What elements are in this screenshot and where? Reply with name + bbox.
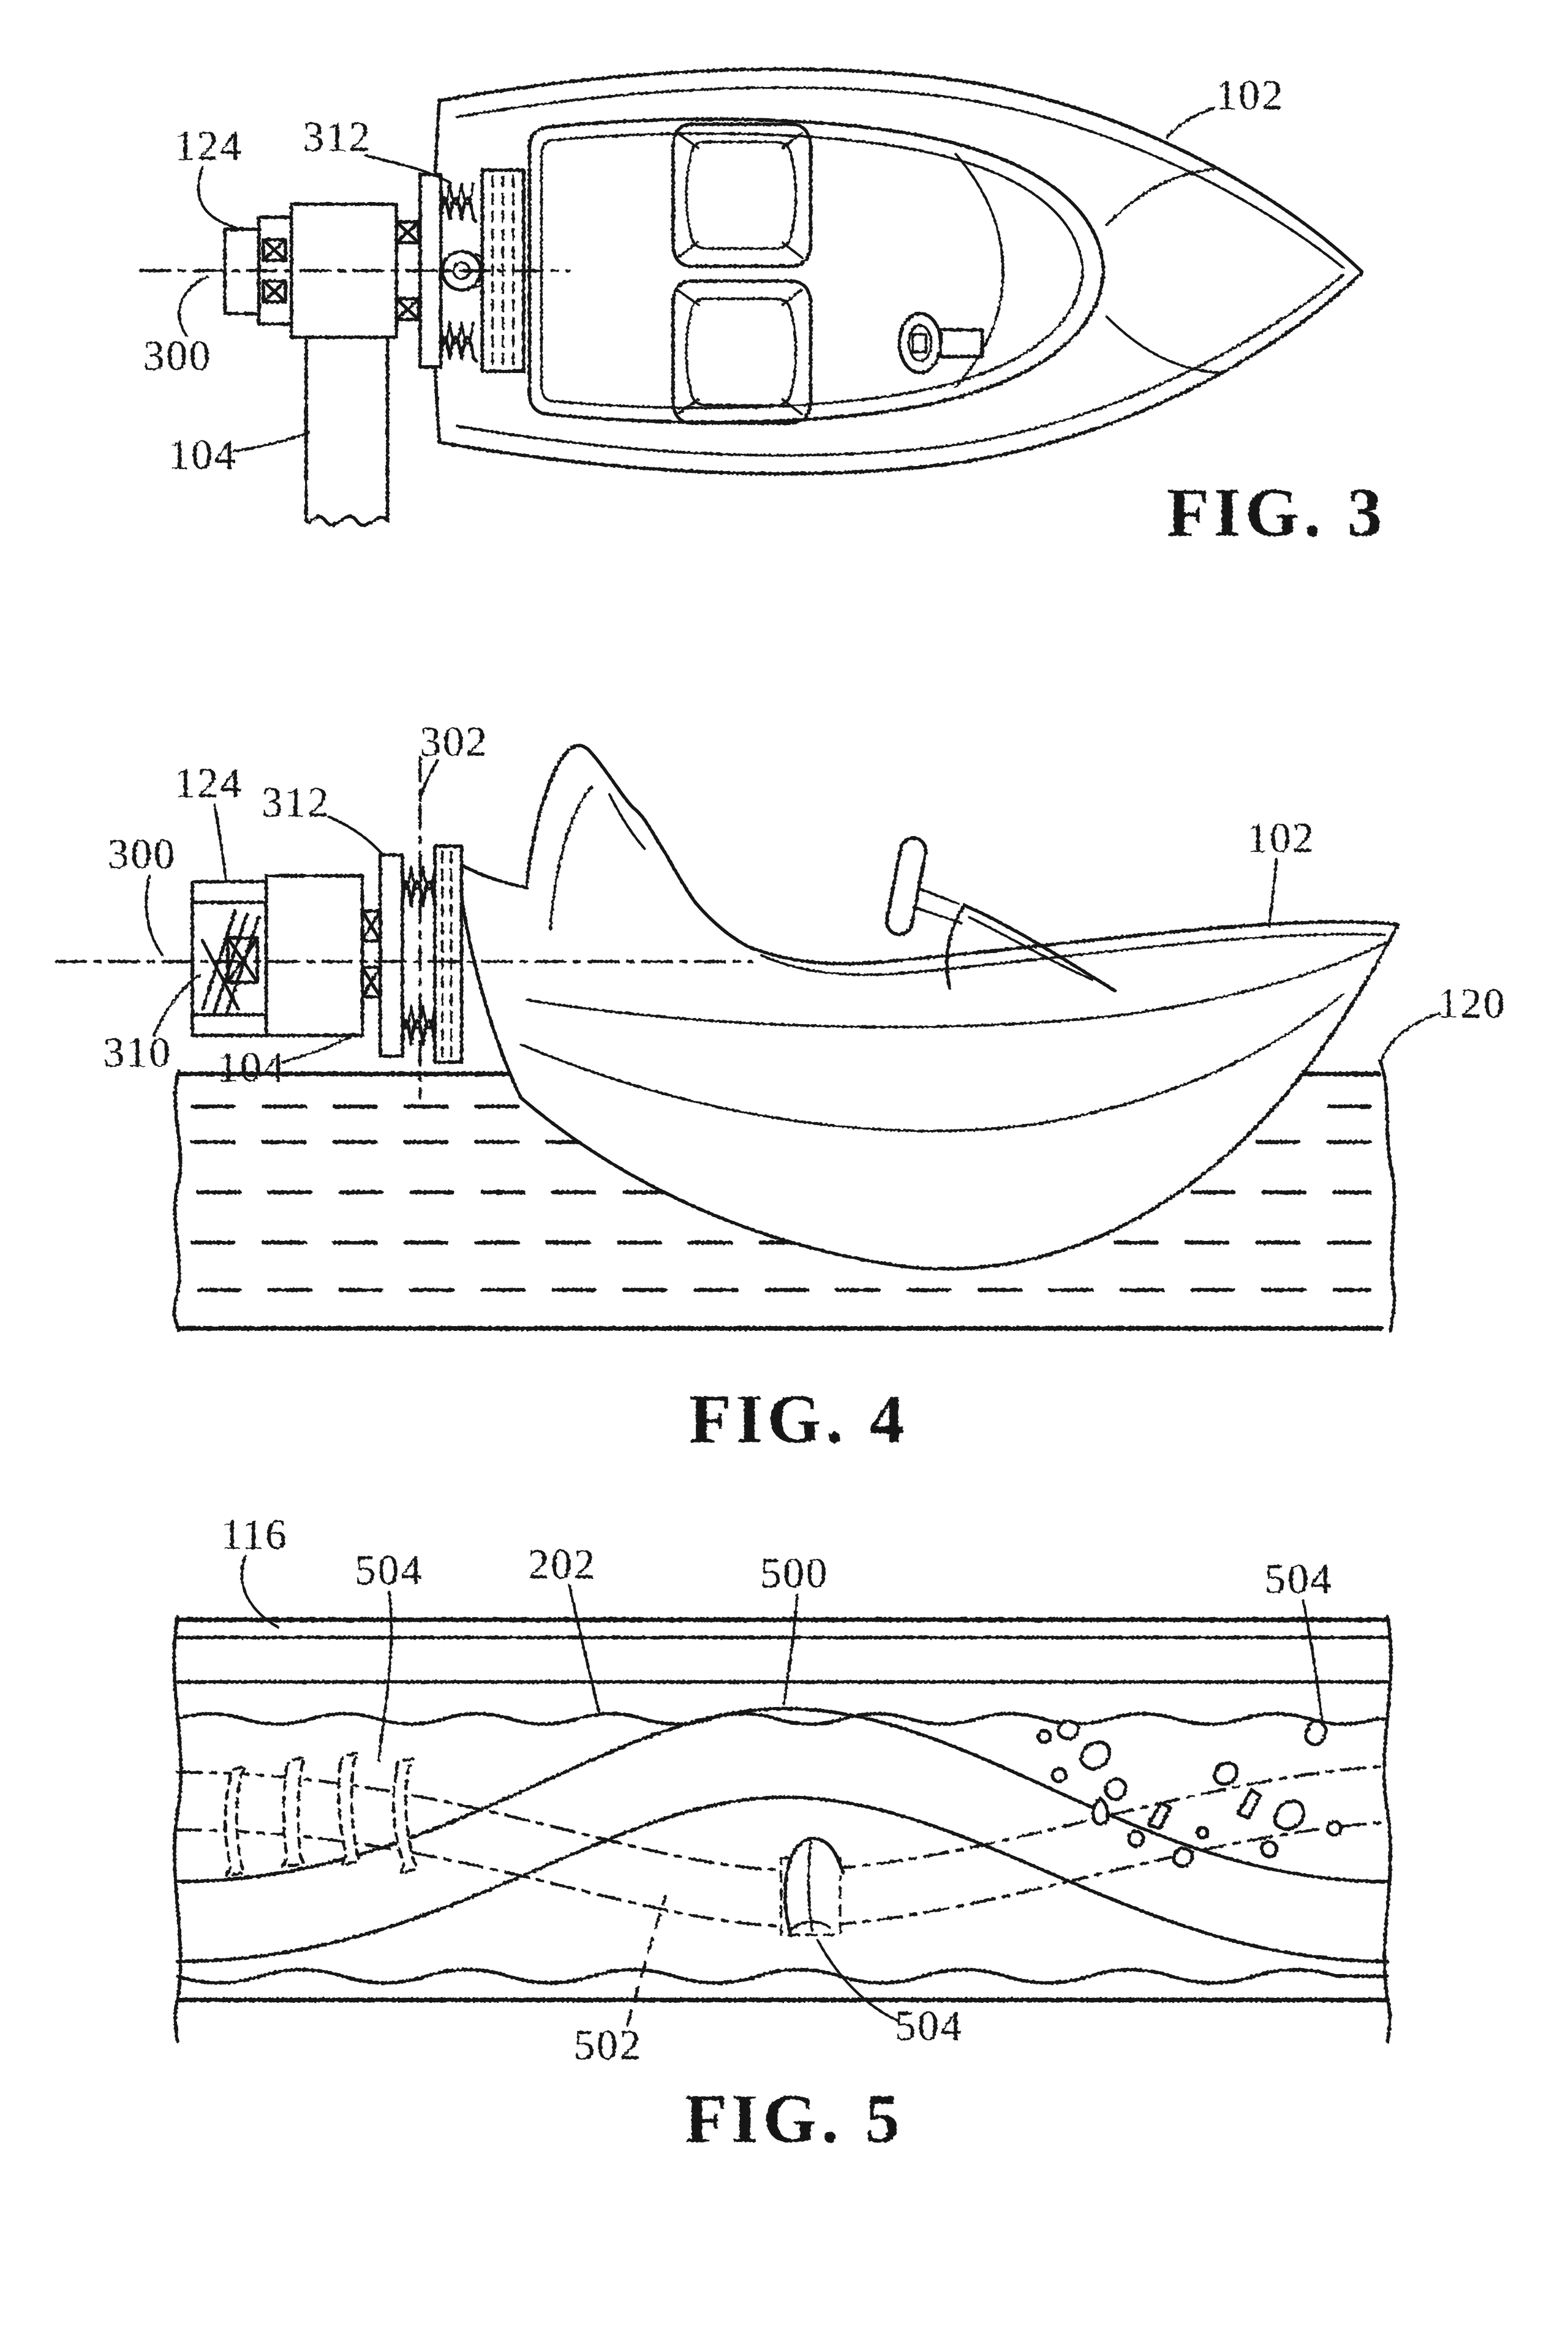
fig3-seat-1 [671,123,813,268]
fig3-ref-312: 312 [303,113,372,160]
fig4-transom-plate [433,844,464,1064]
fig3-windshield-arc-top [1105,167,1221,227]
fig4-ref-310: 310 [103,1029,172,1076]
fig5-weeds [224,1751,419,1877]
fig4-boat-side-view [455,744,1400,1271]
fig5-break-right [1382,1615,1393,2043]
fig4-ref-302: 302 [420,718,488,766]
fig4-water-break-right [1378,1058,1396,1333]
fig3-ref-102: 102 [1216,72,1284,119]
fig5-bottom-wavy [176,1967,1390,1985]
fig3-leader-lines [178,107,1216,453]
fig3-ref-104: 104 [168,432,237,479]
fig4-clamp-springs [401,865,437,1046]
fig5-shaft-lower-curve [176,1795,1390,1964]
fig5-ref-202: 202 [528,1541,597,1588]
fig4-steering-wheel [885,836,963,937]
fig3-windshield-arc-bottom [1105,315,1221,374]
fig4-water-break-left [172,1069,183,1333]
fig4-leader-lines [145,759,1441,1065]
fig5-ref-502: 502 [573,2022,642,2069]
fig4-hull-outline [455,744,1400,1271]
fig3-clamp-springs [439,182,478,363]
fig4-windshield [945,903,1117,993]
fig4-seat-inner-line [549,785,594,930]
fig4-inner-sheer [760,933,1386,976]
figure-3: 124 312 102 300 104 FIG. 3 [139,67,1387,551]
fig3-boat-top-view [431,67,1365,476]
fig3-caption: FIG. 3 [1167,473,1387,551]
fig4-clamp-plate-left [378,853,404,1058]
fig5-ref-116: 116 [221,1512,288,1559]
fig4-spray-rail [525,939,1392,1028]
fig5-ref-504-bottom: 504 [895,2002,963,2049]
fig5-leader-lines [240,1555,1324,2027]
fig5-ref-500: 500 [760,1550,829,1597]
fig5-debris-field [1036,1719,1343,1868]
fig5-ref-504-left: 504 [355,1547,423,1594]
figure-4: 302 124 312 300 102 120 310 104 FIG. 4 [55,718,1506,1458]
fig4-ref-124: 124 [174,760,243,807]
figure-5: 116 504 202 500 504 502 504 FIG. 5 [172,1512,1393,2157]
fig4-ref-300: 300 [108,831,176,878]
fig4-shaft-couplers [360,909,382,999]
fig5-labels: 116 504 202 500 504 502 504 [221,1512,1333,2069]
fig4-chine-line [519,992,1344,1133]
fig3-cockpit [527,117,1106,424]
fig3-seats [671,123,813,425]
fig5-break-left [172,1615,183,2043]
fig5-channel [172,1615,1393,2043]
fig3-ref-124: 124 [174,123,243,170]
fig4-ref-102: 102 [1246,815,1315,862]
fig3-steering-wheel [897,312,984,375]
fig5-water-surface-wavy [176,1712,1390,1726]
fig3-drive-shaft-housing [304,335,390,527]
fig4-ref-104: 104 [217,1044,285,1091]
fig3-seat-2 [671,279,813,425]
fig5-caption: FIG. 5 [685,2080,905,2157]
fig4-motor-block [264,873,364,1038]
fig5-paddle-vane [780,1837,845,1936]
fig3-ref-300: 300 [143,333,212,380]
fig3-hull-outline [431,67,1365,476]
fig4-ref-312: 312 [262,779,330,826]
fig4-labels: 302 124 312 300 102 120 310 104 [103,718,1506,1091]
fig3-motor-mount-assembly [223,168,526,527]
fig4-ref-120: 120 [1438,981,1506,1028]
fig4-caption: FIG. 4 [689,1381,909,1458]
fig5-ref-504-right: 504 [1264,1556,1333,1603]
fig3-labels: 124 312 102 300 104 [143,72,1284,479]
